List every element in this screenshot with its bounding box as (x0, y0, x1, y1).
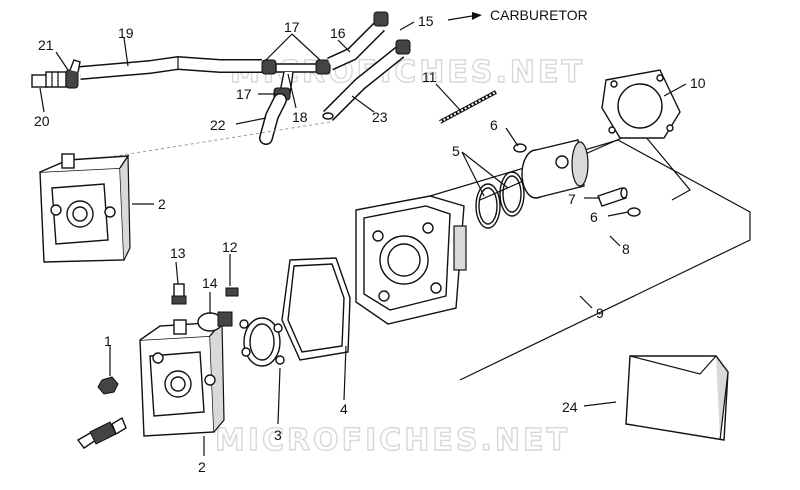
leader-lines (39, 21, 687, 456)
kit-outline-part-9 (429, 139, 751, 381)
clamp-part-15b (395, 39, 411, 55)
callout-9-label: 9 (596, 305, 604, 321)
clamp-part-15a (373, 11, 389, 27)
callout-13: 13 (170, 245, 186, 261)
callout-24: 24 (562, 399, 578, 415)
callout-17-lower: 17 (236, 86, 252, 102)
cylinder-head-part-2-upper (39, 153, 131, 263)
callout-4: 4 (340, 401, 348, 417)
carburetor-label: CARBURETOR (490, 7, 588, 23)
callout-2-upper: 2 (158, 196, 166, 212)
sensor-part-13 (171, 283, 187, 305)
callout-20: 20 (34, 113, 50, 129)
gasket-part-3 (239, 317, 285, 367)
callout-17-top: 17 (284, 19, 300, 35)
dashed-guide-line (77, 121, 331, 163)
piston-rings-part-5 (475, 171, 525, 229)
callout-8: 8 (622, 241, 630, 257)
callout-5: 5 (452, 143, 460, 159)
callout-3: 3 (274, 427, 282, 443)
callout-1: 1 (104, 333, 112, 349)
t-fitting-part-18 (261, 59, 331, 101)
base-gasket-part-10 (601, 69, 681, 139)
carburetor-arrow (447, 15, 473, 21)
callout-7: 7 (568, 191, 576, 207)
callout-16: 16 (330, 25, 346, 41)
fuel-line-assembly (31, 11, 482, 145)
piston-pin-part-7 (597, 187, 628, 207)
callout-2-lower: 2 (198, 459, 206, 475)
spark-plug (76, 416, 127, 449)
nut-part-1 (97, 376, 119, 395)
callout-22: 22 (210, 117, 226, 133)
callout-15: 15 (418, 13, 434, 29)
hose-clamp-part-21 (65, 59, 81, 89)
callout-6-upper: 6 (490, 117, 498, 133)
callout-23: 23 (372, 109, 388, 125)
cylinder-head-part-2-lower (139, 319, 225, 437)
callout-14: 14 (202, 275, 218, 291)
callout-19: 19 (118, 25, 134, 41)
callout-6-lower: 6 (590, 209, 598, 225)
watermark-bottom: MICROFICHES.NET (215, 423, 570, 458)
hose-fitting-part-20 (31, 71, 67, 88)
callout-18: 18 (292, 109, 308, 125)
circlip-part-6-lower (627, 207, 641, 217)
instruction-kit-part-24 (625, 355, 729, 441)
callout-12: 12 (222, 239, 238, 255)
valve-part-14 (197, 311, 233, 332)
callout-10: 10 (690, 75, 706, 91)
cylinder-part-9 (355, 195, 467, 325)
callout-11: 11 (422, 69, 437, 85)
screw-part-12 (225, 287, 239, 297)
callout-21: 21 (38, 37, 54, 53)
circlip-part-6-upper (513, 143, 527, 153)
piston (521, 139, 589, 199)
stud-part-11 (439, 90, 497, 124)
